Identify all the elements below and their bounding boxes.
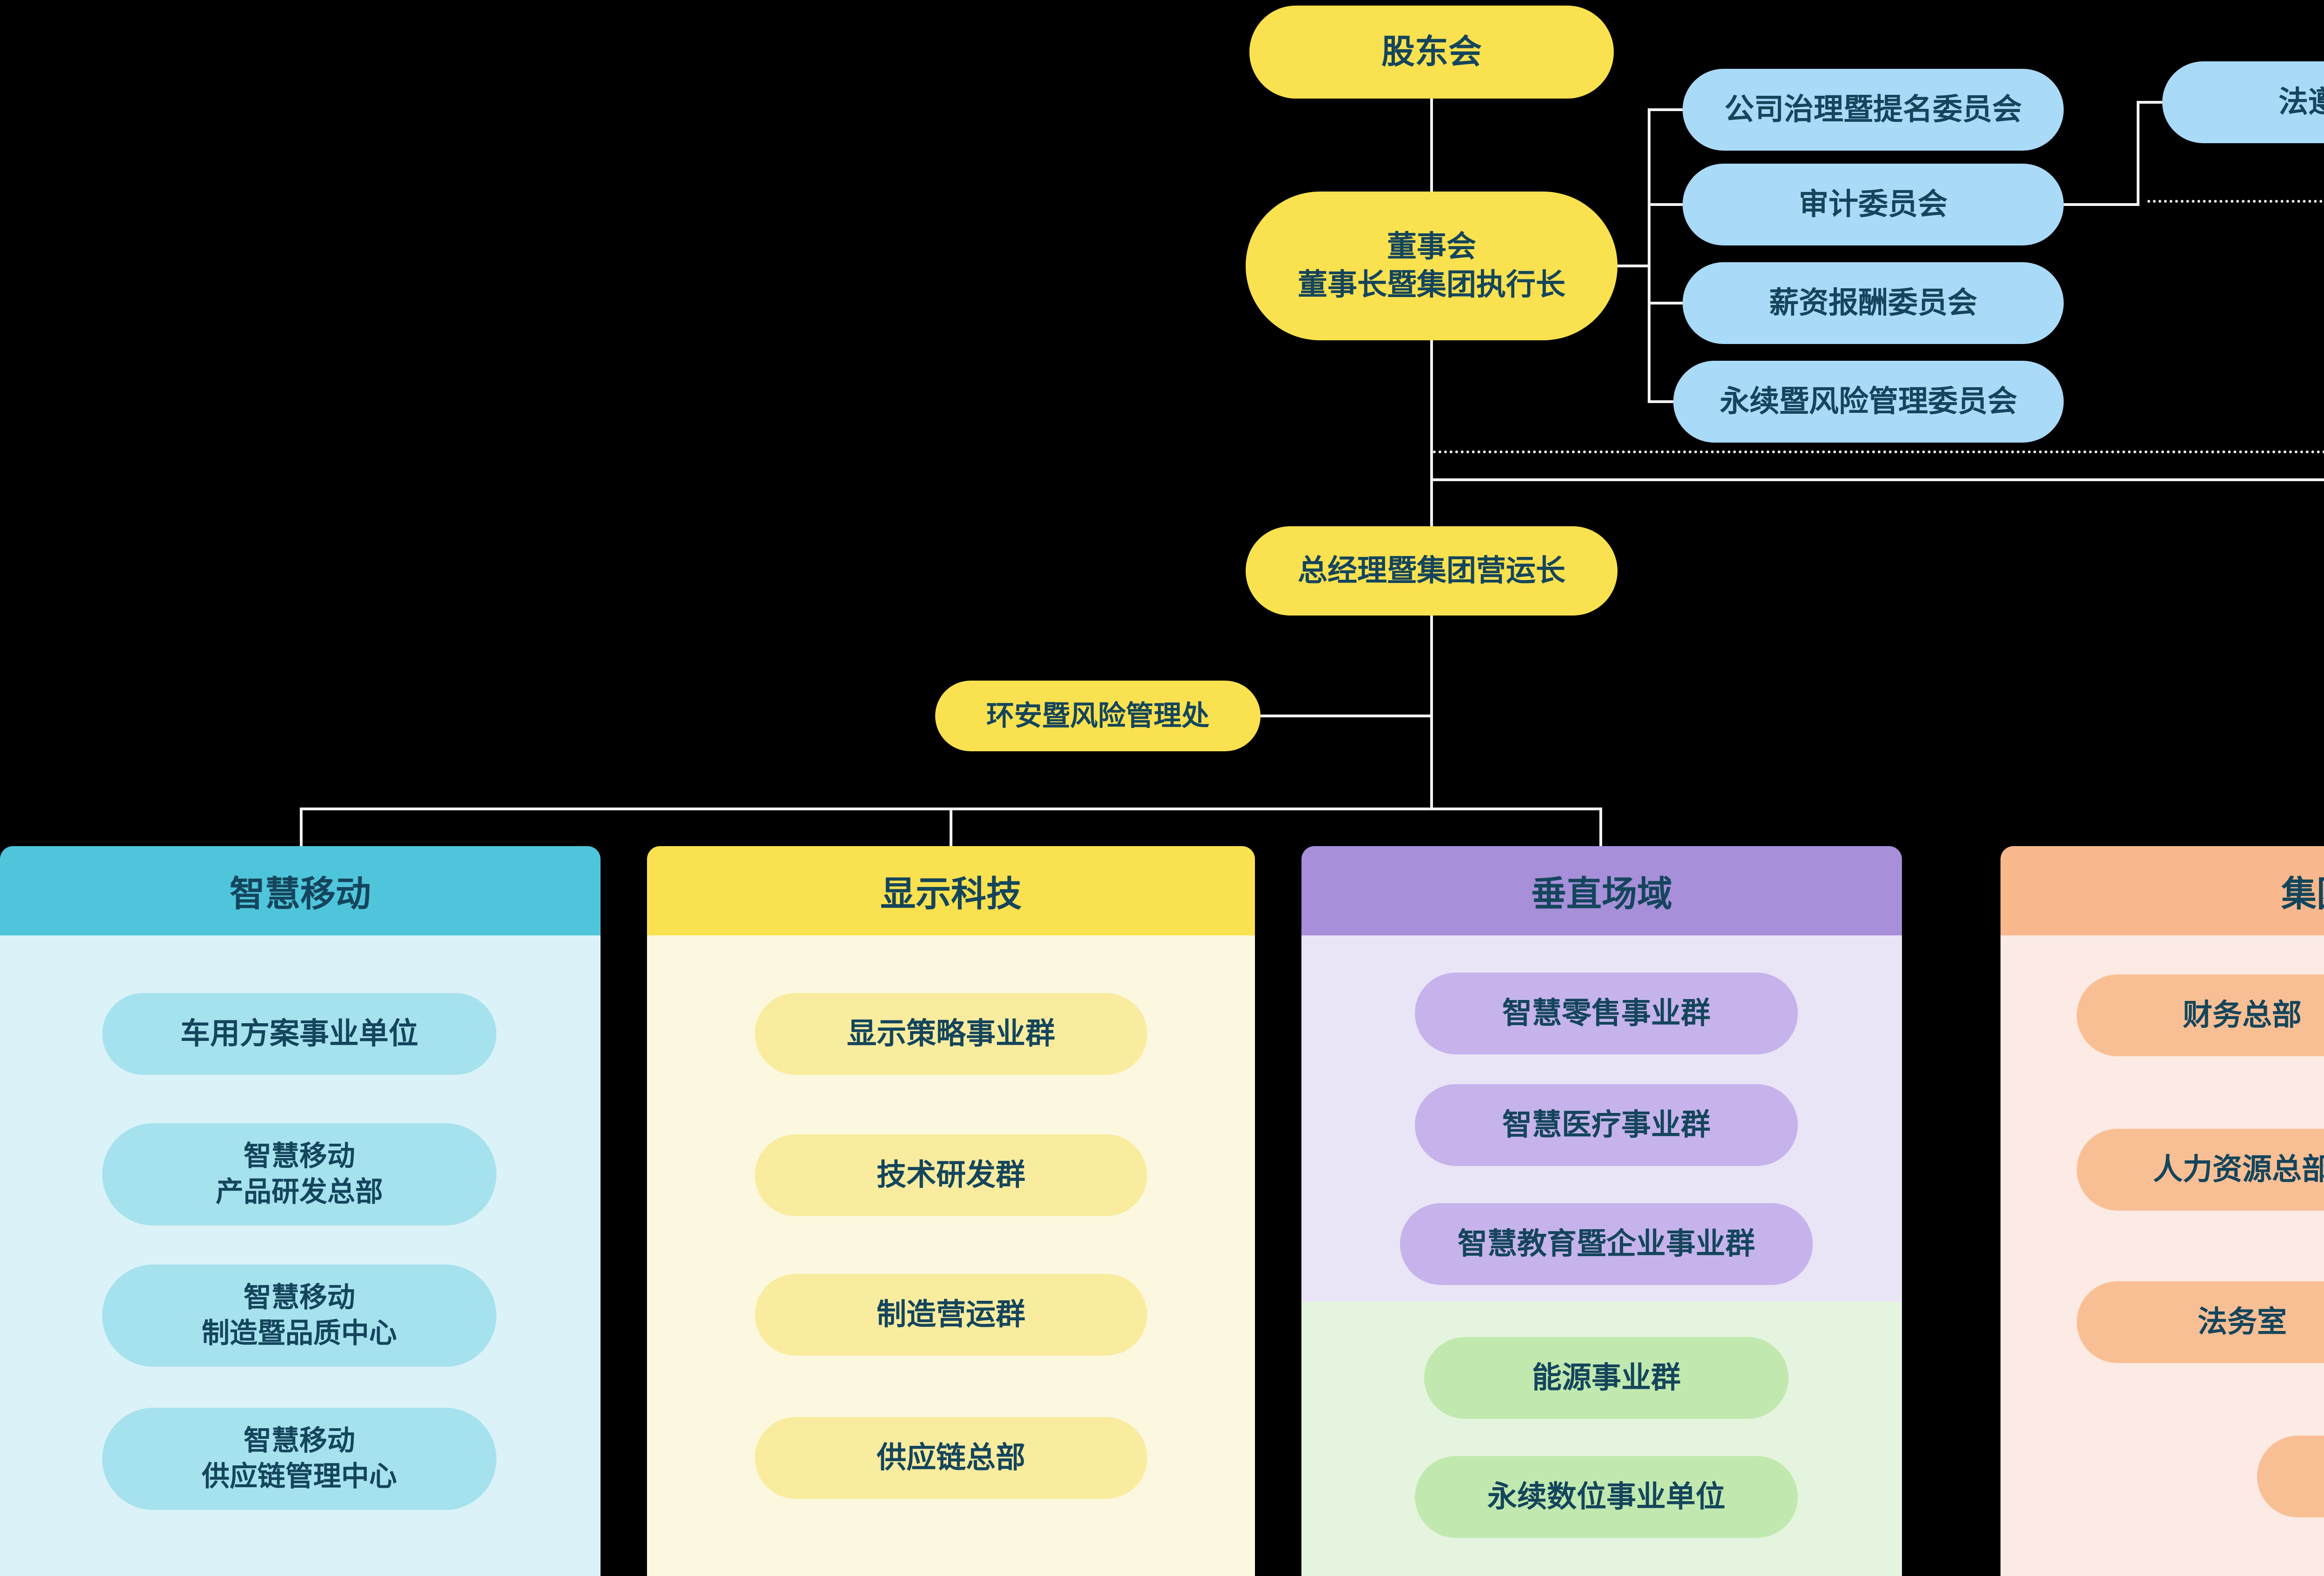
connector-shareholders-board — [1430, 99, 1433, 192]
node-board-chairman: 董事会 董事长暨集团执行长 — [1246, 192, 1618, 340]
connector-audit-compliance-riser — [2137, 101, 2139, 206]
connector-committees-spine — [1648, 108, 1651, 403]
unit-human-resources-hq: 人力资源总部 — [2077, 1129, 2324, 1211]
unit-supply-chain-hq: 供应链总部 — [755, 1417, 1147, 1499]
unit-finance-hq: 财务总部 — [2077, 974, 2324, 1056]
connector-stub-compensation — [1649, 302, 1683, 305]
unit-smart-retail-bg: 智慧零售事业群 — [1415, 973, 1798, 1054]
unit-manufacturing-operations-group: 制造营运群 — [755, 1274, 1147, 1356]
unit-energy-bg: 能源事业群 — [1424, 1337, 1789, 1419]
unit-smart-mobility-rnd: 智慧移动 产品研发总部 — [102, 1123, 496, 1225]
connector-board-coo — [1430, 340, 1433, 526]
connector-board-committees-stub — [1618, 265, 1649, 267]
unit-sustainable-digital-unit: 永续数位事业单位 — [1415, 1456, 1798, 1538]
node-committee-sustainability-risk: 永续暨风险管理委员会 — [1673, 361, 2064, 443]
unit-smart-mobility-supply-chain: 智慧移动 供应链管理中心 — [102, 1408, 496, 1510]
connector-stub-sustainability — [1649, 400, 1673, 403]
node-committee-governance-nomination: 公司治理暨提名委员会 — [1683, 69, 2064, 151]
connector-ehs — [1261, 715, 1432, 717]
connector-stub-governance — [1649, 108, 1683, 111]
dotted-audit-to-edge — [2147, 200, 2324, 203]
node-committee-audit: 审计委员会 — [1683, 164, 2064, 245]
unit-display-strategy-bg: 显示策略事业群 — [755, 993, 1147, 1075]
unit-smart-medical-bg: 智慧医疗事业群 — [1415, 1084, 1798, 1166]
column-group-support-header: 集团营运支援单位 — [2000, 846, 2324, 935]
column-display-tech-header: 显示科技 — [647, 846, 1255, 935]
node-committee-compensation: 薪资报酬委员会 — [1683, 262, 2064, 344]
node-shareholders: 股东会 — [1249, 6, 1614, 99]
connector-audit-right — [2064, 203, 2138, 206]
column-smart-mobility-header: 智慧移动 — [0, 846, 601, 935]
connector-stub-audit — [1649, 203, 1683, 206]
unit-smart-mobility-mfg-quality: 智慧移动 制造暨品质中心 — [102, 1265, 496, 1367]
node-chief-compliance-counsel: 法遵总顾问 — [2162, 61, 2324, 143]
node-ehs-risk-office: 环安暨风险管理处 — [935, 681, 1261, 751]
unit-technology-rnd-group: 技术研发群 — [755, 1134, 1147, 1216]
connector-board-support-branch — [1430, 478, 2324, 481]
node-president-coo: 总经理暨集团营运长 — [1246, 526, 1618, 616]
unit-automotive-solutions: 车用方案事业单位 — [102, 993, 496, 1075]
connector-drop-vertical-domains — [1599, 808, 1602, 846]
dotted-compliance-to-center — [1433, 450, 2324, 453]
connector-compliance-stub — [2137, 101, 2162, 104]
connector-coo-distribution — [1430, 616, 1433, 809]
unit-audit-management-office: 稽核管理处 — [2257, 1436, 2324, 1517]
unit-smart-education-enterprise-bg: 智慧教育暨企业事业群 — [1400, 1203, 1813, 1285]
column-vertical-domains-header: 垂直场域 — [1301, 846, 1902, 935]
connector-drop-display-tech — [950, 808, 952, 846]
unit-legal-office: 法务室 — [2077, 1281, 2324, 1363]
connector-drop-smart-mobility — [300, 808, 303, 846]
